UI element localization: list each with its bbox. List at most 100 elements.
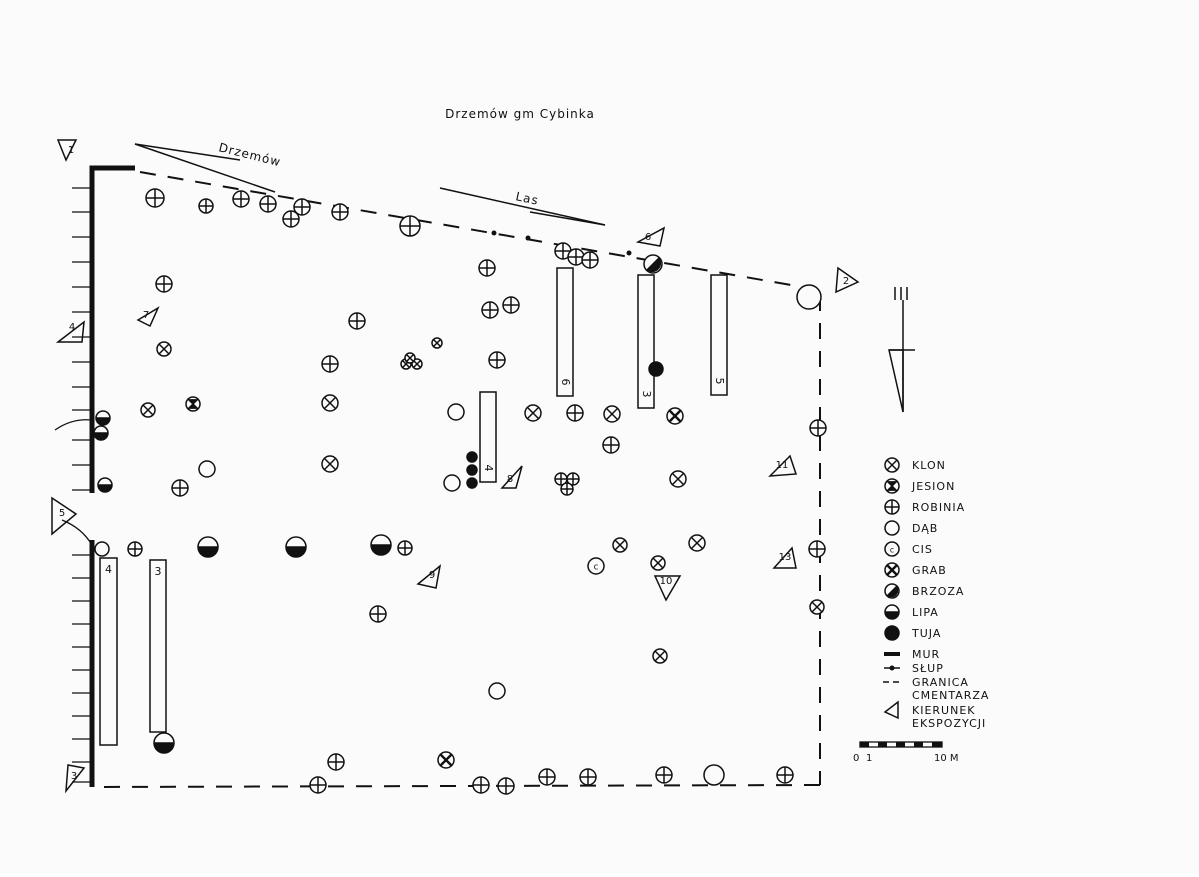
robinia-tree-icon (327, 753, 345, 771)
robinia-tree-icon (567, 248, 585, 266)
dab-tree-icon (198, 460, 216, 478)
robinia-tree-icon (321, 355, 339, 373)
post (491, 230, 497, 236)
robinia-tree-icon (497, 777, 515, 795)
robinia-tree-icon (472, 776, 490, 794)
exposure-marker-number: 4 (69, 322, 75, 333)
legend-label: CIS (912, 543, 933, 556)
klon-tree-icon (321, 394, 339, 412)
robinia-tree-icon (502, 296, 520, 314)
robinia-tree-icon (145, 188, 165, 208)
legend-label: GRAB (912, 564, 947, 577)
legend-label: DĄB (912, 522, 938, 535)
exposure-marker-icon: 9 (416, 564, 442, 589)
cemetery-boundary (94, 171, 821, 788)
post (525, 235, 531, 241)
robinia-tree-icon (488, 351, 506, 369)
tuja-tree-icon (466, 464, 478, 476)
klon-tree-icon (650, 555, 666, 571)
legend-item-mur: MUR (884, 648, 939, 661)
legend-label: KLON (912, 459, 946, 472)
robinia-tree-icon (198, 198, 214, 214)
exposure-marker-icon: 10 (653, 575, 682, 602)
trees: c (93, 188, 827, 795)
exposure-marker-number: 13 (779, 552, 792, 563)
exposure-marker-icon: 4 (55, 320, 85, 343)
north-arrow-icon (888, 287, 915, 413)
dab-tree-icon (94, 541, 110, 557)
legend-item-brzoza: BRZOZA (884, 583, 964, 599)
grave-number: 5 (713, 378, 726, 385)
grab-tree-icon (666, 407, 684, 425)
robinia-tree-icon (581, 251, 599, 269)
legend-item-tuja: TUJA (884, 625, 940, 641)
legend-item-jesion: JESION (884, 478, 954, 494)
grave-plot: 3 (149, 559, 167, 733)
exposure-marker-icon: 7 (136, 306, 160, 328)
grave-plot: 4 (99, 557, 118, 746)
robinia-tree-icon (282, 210, 300, 228)
klon-tree-icon (809, 599, 825, 615)
graves: 6 3 5 4 4 3 (99, 267, 728, 746)
lipa-tree-icon (153, 732, 175, 754)
dab-tree-icon (443, 474, 461, 492)
exposure-marker-number: 11 (776, 460, 789, 471)
klon-tree-icon (524, 404, 542, 422)
dab-tree-icon (796, 284, 822, 310)
grave-number: 4 (482, 465, 495, 472)
brzoza-tree-icon (643, 254, 663, 274)
scale-end: 10 M (934, 753, 959, 764)
exposure-markers: 1 2 3 4 5 6 7 8 9 10 11 13 (51, 139, 860, 794)
legend-label: ROBINIA (912, 501, 965, 514)
grave-number: 3 (640, 391, 653, 398)
exposure-marker-number: 1 (68, 145, 74, 156)
legend-label: BRZOZA (912, 585, 964, 598)
tuja-tree-icon (648, 361, 664, 377)
robinia-tree-icon (259, 195, 277, 213)
lipa-tree-icon (95, 410, 111, 426)
grave-number: 4 (105, 563, 112, 576)
klon-tree-icon (321, 455, 339, 473)
robinia-tree-icon (155, 275, 173, 293)
legend-item-klon: KLON (884, 457, 946, 473)
robinia-tree-icon (566, 472, 580, 486)
robinia-tree-icon (232, 190, 250, 208)
post (626, 250, 632, 256)
klon-tree-icon (603, 405, 621, 423)
legend-label: SŁUP (912, 662, 944, 675)
exposure-marker-number: 6 (645, 232, 651, 243)
legend-item-lipa: LIPA (884, 604, 938, 620)
exposure-marker-icon: 1 (56, 139, 78, 162)
robinia-tree-icon (397, 540, 413, 556)
robinia-tree-icon (348, 312, 366, 330)
klon-tree-icon (156, 341, 172, 357)
robinia-tree-icon (481, 301, 499, 319)
legend-label: CMENTARZA (912, 689, 989, 702)
robinia-tree-icon (538, 768, 556, 786)
exposure-marker-number: 7 (143, 310, 149, 321)
legend-item-slup: SŁUP (884, 662, 944, 675)
legend-label: GRANICA (912, 676, 969, 689)
legend-item-robinia: ROBINIA (884, 499, 965, 515)
grave-number: 3 (155, 565, 162, 578)
exposure-marker-number: 8 (507, 474, 513, 485)
scale-bar: 0 1 10 M (853, 741, 959, 764)
exposure-marker-icon: 3 (65, 764, 86, 794)
robinia-tree-icon (127, 541, 143, 557)
klon-tree-icon (431, 337, 443, 349)
exposure-marker-number: 5 (59, 508, 65, 519)
forest-label-group: Las (439, 187, 606, 226)
grave-number: 6 (559, 379, 572, 386)
klon-tree-icon (140, 402, 156, 418)
tuja-tree-icon (466, 477, 478, 489)
exposure-marker-icon: 5 (51, 496, 78, 536)
robinia-tree-icon (776, 766, 794, 784)
exposure-marker-icon: 11 (768, 454, 798, 477)
exposure-marker-number: 2 (843, 276, 849, 287)
robinia-tree-icon (399, 215, 421, 237)
